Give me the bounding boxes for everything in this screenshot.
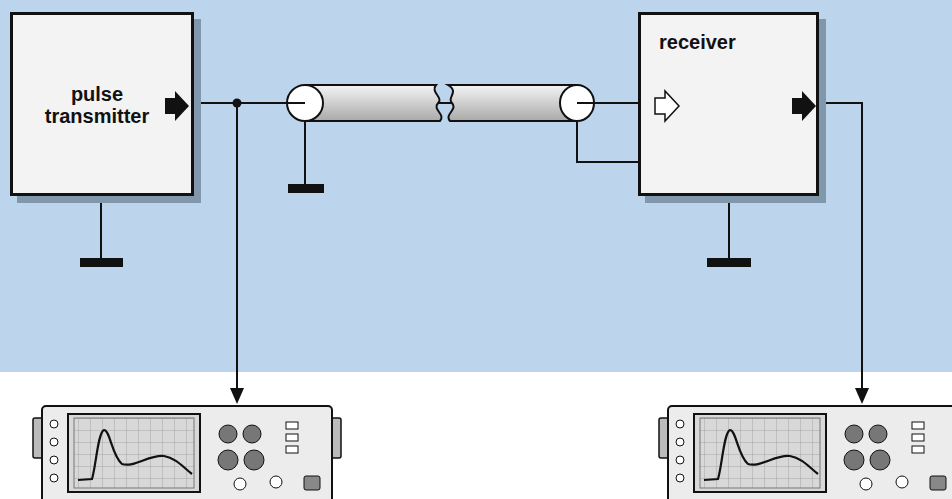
receiver-box: receiver	[638, 12, 819, 196]
oscilloscope	[33, 406, 341, 499]
ground-symbol	[80, 196, 751, 267]
coax-cable	[287, 85, 594, 121]
box-label: pulse transmitter	[27, 83, 167, 127]
shield-wire	[288, 121, 640, 193]
transmitter-box: pulse transmitter	[10, 12, 194, 196]
box-label: receiver	[659, 31, 799, 53]
oscilloscope	[659, 406, 952, 499]
